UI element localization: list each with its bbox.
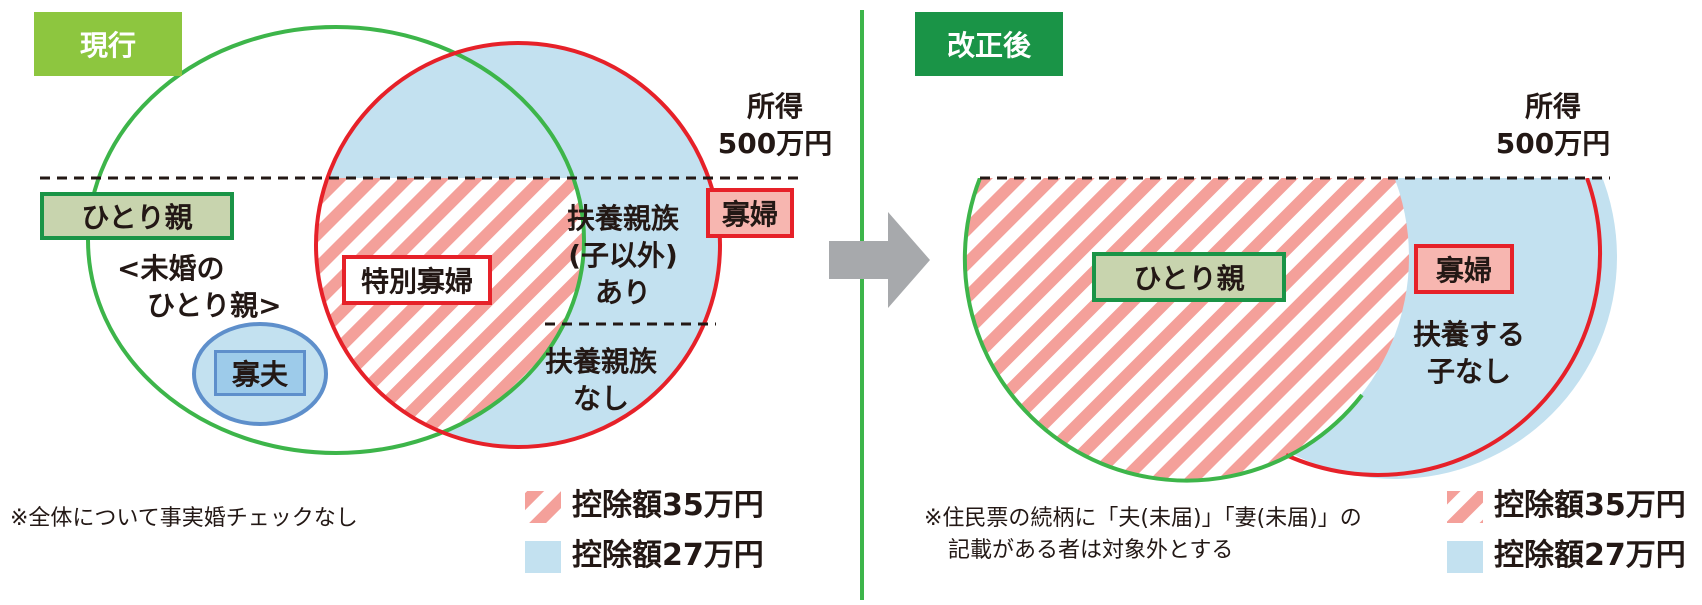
widower-box: 寡夫	[214, 350, 306, 396]
special-widow-label: 特別寡婦	[360, 265, 473, 298]
left-venn	[40, 25, 800, 455]
revised-tag-label: 改正後	[946, 29, 1031, 62]
left-note: ※全体について事実婚チェックなし	[10, 506, 358, 531]
legend-blue-swatch-left	[525, 541, 561, 573]
right-green-outline	[962, 177, 1364, 483]
widow-box-right: 寡婦	[1414, 244, 1514, 294]
left-red-circle	[314, 41, 722, 449]
unmarried-line2: ひとり親>	[147, 289, 282, 322]
left-green-ellipse	[86, 25, 586, 455]
single-parent-box-right: ひとり親	[1092, 252, 1286, 302]
widow-box-left: 寡婦	[706, 188, 794, 238]
widow-label-left: 寡婦	[721, 198, 778, 231]
right-note-line2: 記載がある者は対象外とする	[948, 538, 1234, 563]
single-parent-label-left: ひとり親	[81, 201, 193, 234]
no-child-line2: 子なし	[1426, 355, 1511, 388]
right-income-label: 所得 500万円	[1488, 88, 1618, 162]
legend-blue-swatch-right	[1447, 541, 1483, 573]
widow-label-right: 寡婦	[1435, 254, 1492, 287]
unmarried-line1: <未婚の	[117, 252, 225, 285]
right-note: ※住民票の続柄に「夫(未届)」「妻(未届)」の 記載がある者は対象外とする	[924, 503, 1362, 567]
current-tag-label: 現行	[79, 29, 136, 62]
legend-blue-label-right: 控除額27万円	[1494, 538, 1686, 573]
revised-tag: 改正後	[915, 12, 1063, 76]
legend-hatch-swatch-left	[525, 491, 561, 523]
no-dependents-line1: 扶養親族	[544, 345, 657, 378]
dependents-line2: (子以外)	[568, 239, 678, 272]
dependents-label: 扶養親族 (子以外) あり	[548, 200, 698, 311]
right-red-outline	[1285, 177, 1603, 477]
no-dependents-label: 扶養親族 なし	[526, 343, 676, 417]
no-child-line1: 扶養する	[1412, 318, 1525, 351]
left-income-line2: 500万円	[717, 127, 833, 160]
single-parent-label-right: ひとり親	[1133, 262, 1245, 295]
widower-label: 寡夫	[231, 358, 288, 391]
single-parent-box-left: ひとり親	[40, 192, 234, 240]
legend-hatched-label-left: 控除額35万円	[572, 488, 764, 523]
legend-hatched-label-right: 控除額35万円	[1494, 488, 1686, 523]
unmarried-label: <未婚の ひとり親>	[117, 250, 282, 324]
dependents-line1: 扶養親族	[566, 202, 679, 235]
left-income-label: 所得 500万円	[710, 88, 840, 162]
current-tag: 現行	[34, 12, 182, 76]
legend-blue-label-left: 控除額27万円	[572, 538, 764, 573]
special-widow-box: 特別寡婦	[342, 255, 492, 305]
right-income-line2: 500万円	[1495, 127, 1611, 160]
right-venn	[960, 0, 1702, 483]
right-note-line1: ※住民票の続柄に「夫(未届)」「妻(未届)」の	[924, 506, 1362, 531]
dependents-line3: あり	[594, 276, 651, 309]
legend-hatch-swatch-right	[1447, 491, 1483, 523]
no-child-label: 扶養する 子なし	[1394, 316, 1544, 390]
right-arrow-icon	[829, 212, 930, 308]
left-income-line1: 所得	[746, 90, 803, 123]
right-income-line1: 所得	[1524, 90, 1581, 123]
no-dependents-line2: なし	[572, 382, 629, 415]
